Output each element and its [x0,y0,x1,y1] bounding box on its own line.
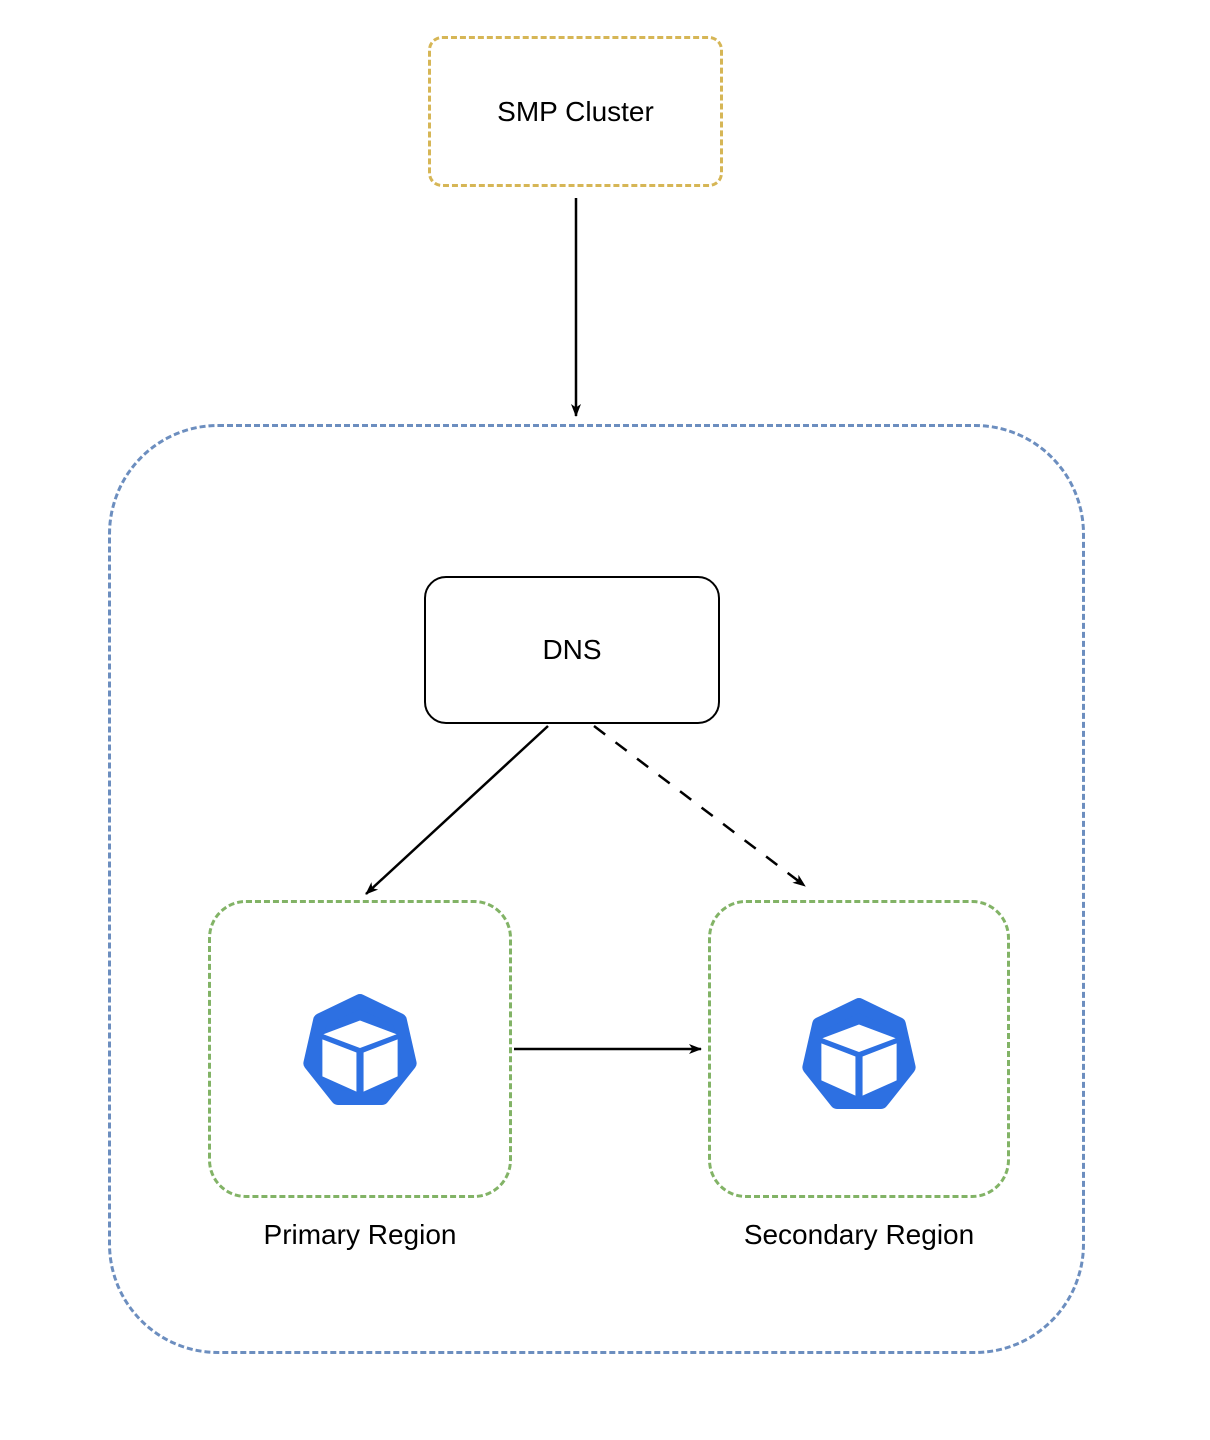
node-dns: DNS [424,576,720,724]
smp-cluster-label: SMP Cluster [497,95,654,127]
cluster-cube-icon [303,994,417,1106]
node-secondary-region [708,900,1010,1198]
node-smp-cluster: SMP Cluster [428,36,723,187]
dns-label: DNS [542,634,602,666]
cluster-cube-icon [802,998,916,1110]
node-primary-region [208,900,512,1198]
secondary-region-label: Secondary Region [743,1219,975,1250]
dns-zone-container [108,424,1085,1354]
primary-region-label: Primary Region [263,1219,457,1250]
